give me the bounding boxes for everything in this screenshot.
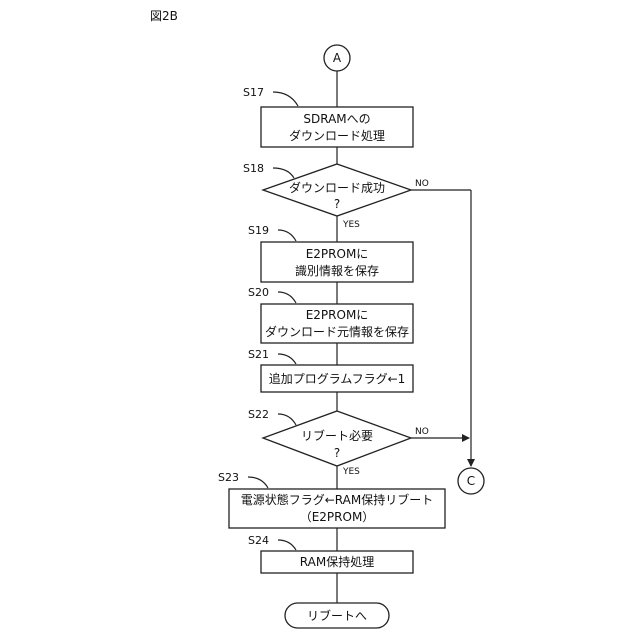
- terminal-text: リブートへ: [307, 608, 367, 623]
- yes-label: YES: [342, 220, 360, 230]
- step-label-s22: S22: [248, 408, 269, 421]
- step-pointer: [278, 414, 296, 425]
- step-pointer: [278, 354, 296, 364]
- step-pointer: [278, 230, 296, 241]
- step-pointer: [248, 477, 268, 488]
- no-label: NO: [415, 179, 429, 189]
- step-pointer: [273, 168, 294, 178]
- process-text: 識別情報を保存: [295, 264, 379, 278]
- process-text: E2PROMに: [306, 247, 369, 261]
- figure-label: 図2B: [150, 9, 178, 23]
- yes-label: YES: [342, 467, 360, 477]
- process-text: 電源状態フラグ←RAM保持リブート: [241, 492, 433, 507]
- decision-text: ?: [334, 446, 340, 460]
- no-label: NO: [415, 427, 429, 437]
- decision-text: リブート必要: [301, 428, 373, 443]
- step-label-s19: S19: [248, 224, 269, 237]
- step-pointer: [273, 92, 298, 106]
- process-text: ダウンロード元情報を保存: [265, 324, 409, 339]
- connector-c-label: C: [467, 474, 475, 488]
- step-label-s17: S17: [243, 86, 264, 99]
- decision-text: ダウンロード成功: [289, 180, 385, 195]
- step-label-s23: S23: [218, 471, 239, 484]
- process-text: ダウンロード処理: [289, 128, 385, 143]
- process-text: （E2PROM）: [300, 510, 375, 524]
- step-label-s24: S24: [248, 534, 269, 547]
- step-label-s18: S18: [243, 162, 264, 175]
- connector-a-label: A: [333, 51, 342, 65]
- process-text: E2PROMに: [306, 308, 369, 322]
- step-label-s20: S20: [248, 286, 269, 299]
- decision-text: ?: [334, 197, 340, 211]
- process-text: 追加プログラムフラグ←1: [269, 371, 406, 386]
- step-pointer: [278, 540, 296, 550]
- step-pointer: [278, 292, 296, 303]
- process-text: RAM保持処理: [300, 554, 374, 569]
- process-text: SDRAMへの: [303, 112, 370, 126]
- step-label-s21: S21: [248, 348, 269, 361]
